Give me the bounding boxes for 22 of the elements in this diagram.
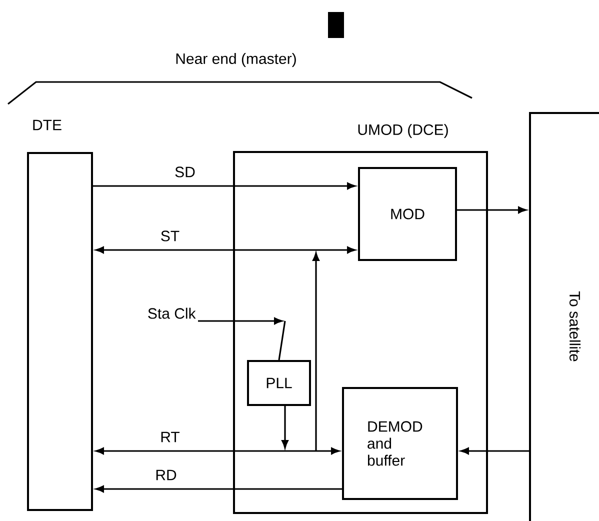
block-heading: UMOD (DCE) [358, 124, 448, 138]
block-heading: DTE [33, 120, 62, 130]
signal-label: Sta Clk [148, 308, 196, 319]
arrow [282, 406, 288, 448]
block-box: DEMOD and buffer [342, 387, 458, 500]
block-box [27, 120, 93, 511]
arrow [96, 448, 340, 454]
edge-label: SD [175, 166, 195, 178]
arrow [96, 246, 356, 254]
arrow [460, 448, 529, 454]
arrow [93, 182, 356, 190]
label: Near end (master) [176, 53, 296, 67]
block-box: MOD [358, 167, 457, 261]
block-box: To satellite [529, 112, 599, 521]
arrow [457, 206, 526, 214]
block-box [233, 124, 488, 514]
arrow [96, 486, 342, 492]
edge-label: RD [156, 470, 176, 480]
edge-label: RT [161, 432, 180, 442]
block-box: PLL [247, 360, 311, 406]
arrow [198, 318, 282, 324]
edge-label: ST [161, 230, 180, 242]
